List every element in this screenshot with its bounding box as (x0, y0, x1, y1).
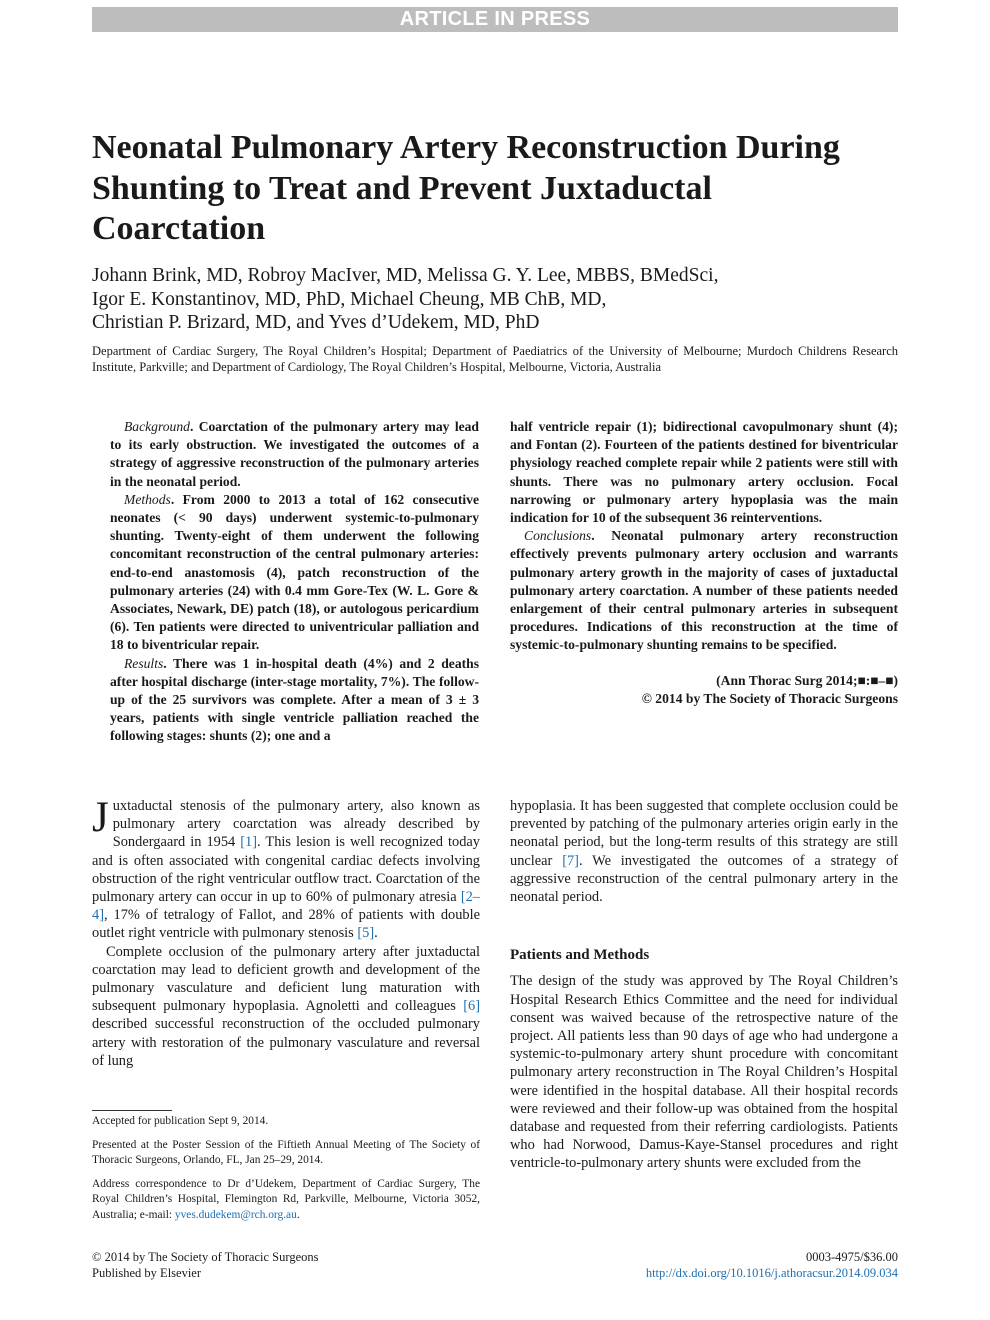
reference-link[interactable]: [7] (562, 852, 579, 869)
abstract-results-continued: half ventricle repair (1); bidirectional… (510, 419, 898, 526)
section-label: Background (124, 419, 190, 434)
abstract-background: Background. Coarctation of the pulmonary… (110, 419, 479, 489)
title-line: Coarctation (92, 210, 266, 247)
reference-link[interactable]: [2–4] (92, 889, 480, 924)
intro-paragraph: Complete occlusion of the pulmonary arte… (92, 943, 480, 1069)
author-line: Christian P. Brizard, MD, and Yves d’Ude… (92, 312, 540, 333)
title-line: Neonatal Pulmonary Artery Reconstruction… (92, 129, 840, 166)
footer-left: © 2014 by The Society of Thoracic Surgeo… (92, 1250, 318, 1281)
footer-issn: 0003-4975/$36.00 (805, 1250, 898, 1264)
title-line: Shunting to Treat and Prevent Juxtaducta… (92, 169, 712, 207)
section-label: Results (124, 655, 164, 671)
abstract-copyright: © 2014 by The Society of Thoracic Surgeo… (641, 690, 898, 706)
body-right-column: hypoplasia. It has been suggested that c… (510, 797, 898, 1173)
methods-paragraph: The design of the study was approved by … (510, 973, 898, 1172)
article-title: Neonatal Pulmonary Artery Reconstruction… (92, 128, 898, 250)
section-label: Conclusions (524, 528, 592, 544)
abstract-results: Results. There was 1 in-hospital death (… (110, 655, 479, 744)
intro-paragraph: hypoplasia. It has been suggested that c… (510, 798, 898, 906)
section-heading: Patients and Methods (510, 947, 650, 964)
reference-link[interactable]: [6] (463, 998, 480, 1015)
author-list: Johann Brink, MD, Robroy MacIver, MD, Me… (92, 264, 898, 335)
drop-cap: J (92, 794, 109, 841)
footer-right: 0003-4975/$36.00 http://dx.doi.org/10.10… (560, 1250, 898, 1281)
abstract-left-column: Background. Coarctation of the pulmonary… (110, 418, 479, 746)
author-line: Johann Brink, MD, Robroy MacIver, MD, Me… (92, 265, 719, 286)
footnotes: Accepted for publication Sept 9, 2014. P… (92, 1114, 480, 1231)
footnote-divider (92, 1110, 172, 1111)
abstract-methods: Methods. From 2000 to 2013 a total of 16… (110, 491, 479, 653)
journal-citation: (Ann Thorac Surg 2014;■:■–■) (716, 672, 898, 688)
abstract-conclusions: Conclusions. Neonatal pulmonary artery r… (510, 528, 898, 653)
footnote-presented: Presented at the Poster Session of the F… (92, 1138, 480, 1167)
article-in-press-banner: ARTICLE IN PRESS (92, 7, 898, 32)
footnote-address: Address correspondence to Dr d’Udekem, D… (92, 1177, 480, 1221)
reference-link[interactable]: [5] (357, 925, 375, 942)
footnote-accepted: Accepted for publication Sept 9, 2014. (92, 1115, 269, 1127)
email-link[interactable]: yves.dudekem@rch.org.au (174, 1208, 297, 1221)
footer-copyright: © 2014 by The Society of Thoracic Surgeo… (92, 1250, 319, 1264)
author-line: Igor E. Konstantinov, MD, PhD, Michael C… (92, 288, 607, 310)
affiliations: Department of Cardiac Surgery, The Royal… (92, 344, 898, 374)
reference-link[interactable]: [1] (240, 834, 258, 851)
abstract-right-column: half ventricle repair (1); bidirectional… (510, 418, 898, 708)
footer-publisher: Published by Elsevier (92, 1265, 202, 1280)
section-label: Methods (124, 491, 171, 507)
doi-link[interactable]: http://dx.doi.org/10.1016/j.athoracsur.2… (645, 1265, 898, 1280)
